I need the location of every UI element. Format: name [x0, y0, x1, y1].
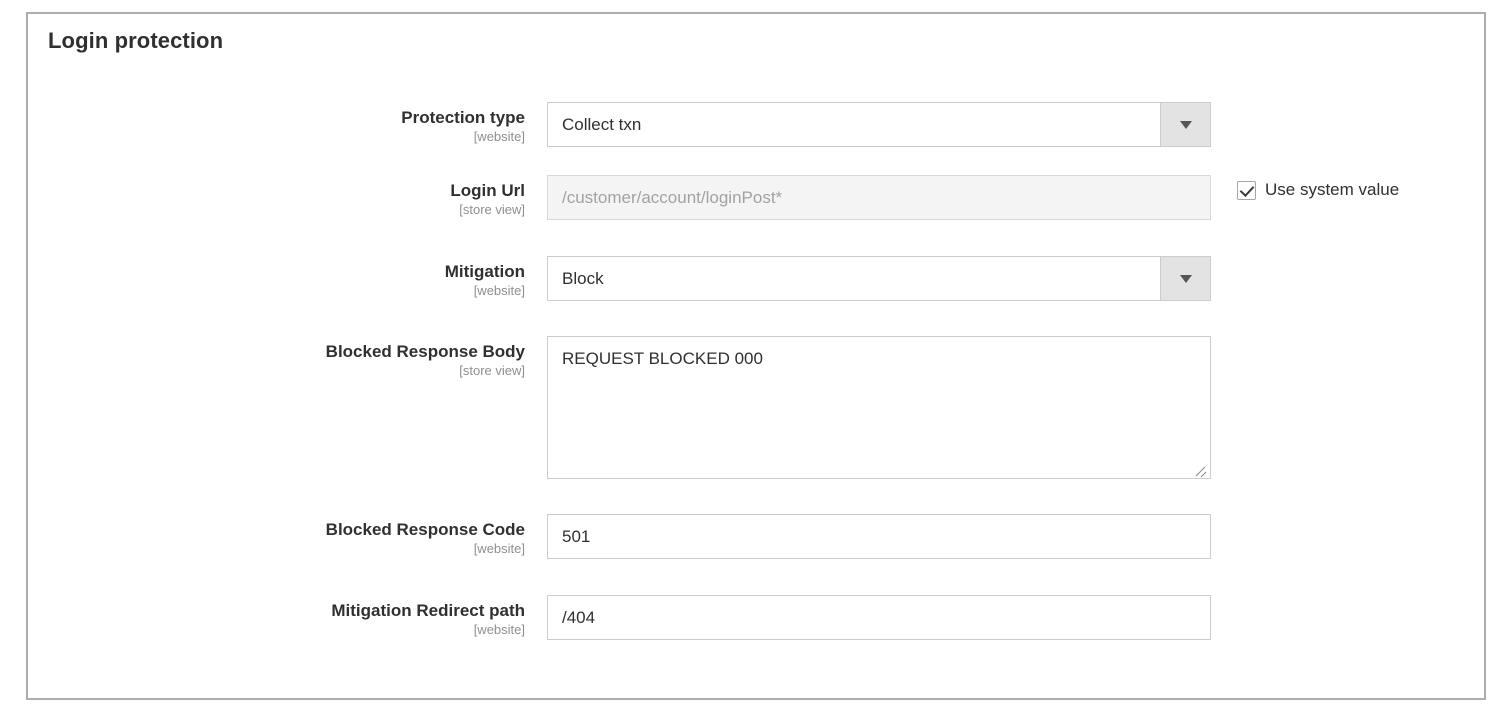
protection-type-select[interactable]: Collect txn	[547, 102, 1211, 147]
label-text: Protection type	[401, 108, 525, 127]
field-label-mitigation-redirect-path: Mitigation Redirect path [website]	[28, 595, 547, 638]
login-url-input[interactable]	[547, 175, 1211, 220]
blocked-response-code-input[interactable]	[547, 514, 1211, 559]
label-text: Login Url	[450, 181, 525, 200]
page-title: Login protection	[48, 28, 224, 53]
label-scope: [website]	[473, 128, 525, 144]
field-label-protection-type: Protection type [website]	[28, 102, 547, 145]
field-row-mitigation: Mitigation [website] Block	[28, 256, 1484, 301]
label-scope: [store view]	[459, 362, 525, 378]
label-scope: [website]	[473, 540, 525, 556]
field-label-blocked-response-code: Blocked Response Code [website]	[28, 514, 547, 557]
field-control-blocked-response-body: REQUEST BLOCKED 000	[547, 336, 1211, 479]
protection-type-selected-value: Collect txn	[562, 114, 642, 134]
login-url-use-system-value[interactable]: Use system value	[1237, 180, 1399, 200]
login-protection-panel: Login protection Protection type [websit…	[26, 12, 1486, 700]
label-text: Mitigation	[444, 262, 525, 281]
field-row-blocked-response-code: Blocked Response Code [website]	[28, 514, 1484, 559]
mitigation-redirect-path-input[interactable]	[547, 595, 1211, 640]
label-scope: [website]	[473, 282, 525, 298]
chevron-down-icon	[1179, 274, 1192, 283]
mitigation-dropdown-button[interactable]	[1160, 257, 1210, 300]
field-row-blocked-response-body: Blocked Response Body [store view] REQUE…	[28, 336, 1484, 479]
field-control-protection-type: Collect txn	[547, 102, 1211, 147]
field-row-login-url: Login Url [store view] Use system value	[28, 175, 1484, 220]
blocked-response-body-textarea[interactable]: REQUEST BLOCKED 000	[547, 336, 1211, 479]
field-control-mitigation-redirect-path	[547, 595, 1211, 640]
use-system-value-label: Use system value	[1265, 180, 1400, 199]
label-scope: [store view]	[459, 201, 525, 217]
field-label-mitigation: Mitigation [website]	[28, 256, 547, 299]
field-control-blocked-response-code	[547, 514, 1211, 559]
blocked-response-body-value: REQUEST BLOCKED 000	[562, 349, 763, 368]
mitigation-select[interactable]: Block	[547, 256, 1211, 301]
field-control-mitigation: Block	[547, 256, 1211, 301]
field-label-blocked-response-body: Blocked Response Body [store view]	[28, 336, 547, 379]
use-system-value-checkbox[interactable]	[1237, 180, 1256, 200]
login-protection-form: Protection type [website] Collect txn Lo…	[28, 102, 1484, 668]
resize-grip-icon[interactable]	[1193, 461, 1207, 475]
label-text: Mitigation Redirect path	[331, 601, 525, 620]
field-row-mitigation-redirect-path: Mitigation Redirect path [website]	[28, 595, 1484, 640]
chevron-down-icon	[1179, 120, 1192, 129]
label-scope: [website]	[473, 621, 525, 637]
field-label-login-url: Login Url [store view]	[28, 175, 547, 218]
label-text: Blocked Response Body	[325, 342, 525, 361]
label-text: Blocked Response Code	[325, 520, 525, 539]
mitigation-selected-value: Block	[562, 268, 604, 288]
field-control-login-url: Use system value	[547, 175, 1399, 220]
protection-type-dropdown-button[interactable]	[1160, 103, 1210, 146]
field-row-protection-type: Protection type [website] Collect txn	[28, 102, 1484, 147]
